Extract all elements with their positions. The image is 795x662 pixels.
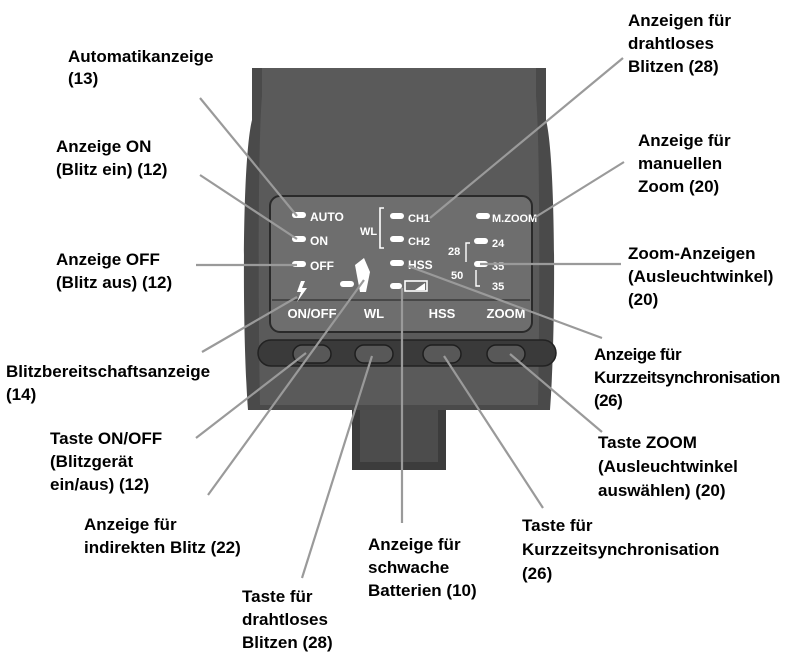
- callout-button-wl: Taste für drahtloses Blitzen (28): [242, 587, 333, 652]
- led-hss: HSS: [390, 258, 433, 272]
- indicator-ch2-label: CH2: [408, 236, 430, 248]
- indicator-zoom-35b: 35: [492, 281, 504, 293]
- onoff-button[interactable]: [292, 344, 332, 364]
- button-hss-label: HSS: [429, 306, 456, 321]
- leader-lines: [195, 57, 625, 579]
- callout-bounce: Anzeige für indirekten Blitz (22): [84, 515, 241, 557]
- indicator-ch1-label: CH1: [408, 213, 430, 225]
- button-wl-label: WL: [364, 306, 384, 321]
- wireless-indicators: WL CH1 CH2: [360, 207, 430, 249]
- button-onoff-label: ON/OFF: [287, 306, 336, 321]
- indicator-auto-label: AUTO: [310, 210, 344, 224]
- battery-icon: [390, 280, 428, 292]
- indicator-zoom-50: 50: [451, 270, 463, 282]
- zoom-button[interactable]: [486, 344, 526, 364]
- callout-battery: Anzeige für schwache Batterien (10): [368, 535, 477, 600]
- callout-button-zoom: Taste ZOOM (Ausleuchtwinkel auswählen) (…: [598, 433, 743, 500]
- button-zoom-label: ZOOM: [487, 306, 526, 321]
- indicator-mzoom-label: M.ZOOM: [492, 213, 537, 225]
- indicator-on-label: ON: [310, 234, 328, 248]
- callout-button-onoff: Taste ON/OFF (Blitzgerät ein/aus) (12): [50, 429, 167, 494]
- callout-button-hss: Taste für Kurzzeitsynchronisation (26): [522, 516, 724, 583]
- hss-button[interactable]: [422, 344, 462, 364]
- callout-auto: Automatikanzeige (13): [68, 47, 218, 88]
- indicator-zoom-28: 28: [448, 246, 460, 258]
- callout-wireless: Anzeigen für drahtloses Blitzen (28): [628, 11, 736, 76]
- indicator-wl-label: WL: [360, 226, 377, 238]
- callout-manual-zoom: Anzeige für manuellen Zoom (20): [638, 131, 735, 196]
- indicator-off-label: OFF: [310, 259, 334, 273]
- callout-zoom: Zoom-Anzeigen (Ausleuchtwinkel) (20): [628, 244, 778, 309]
- zoom-indicators: 28 24 35 50 35: [448, 238, 530, 296]
- indicator-zoom-24: 24: [492, 238, 505, 250]
- led-mzoom: M.ZOOM: [476, 213, 537, 225]
- button-strip: [257, 339, 557, 367]
- callout-on: Anzeige ON (Blitz ein) (12): [56, 137, 167, 179]
- bounce-flash-icon: [340, 258, 370, 292]
- callout-flash-ready: Blitzbereitschaftsanzeige (14): [6, 362, 215, 404]
- indicator-zoom-35: 35: [492, 261, 504, 273]
- callout-off: Anzeige OFF (Blitz aus) (12): [56, 250, 172, 292]
- wl-button[interactable]: [354, 344, 394, 364]
- callout-hss: Anzeige für Kurzzeitsynchronisation (26): [594, 345, 784, 410]
- lightning-bolt-icon: [297, 281, 307, 302]
